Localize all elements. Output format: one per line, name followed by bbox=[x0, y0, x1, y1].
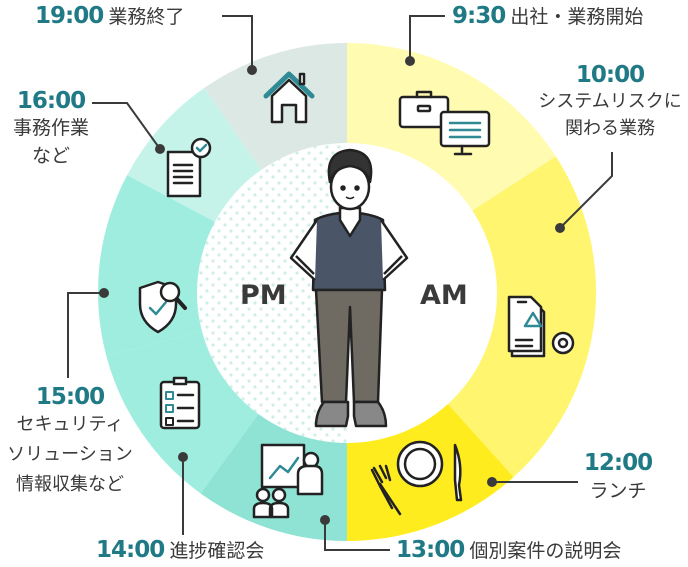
activity: 関わる業務 bbox=[565, 118, 655, 139]
time: 9:30 bbox=[452, 3, 506, 29]
leader-1900 bbox=[222, 15, 253, 70]
leader-0930 bbox=[409, 15, 445, 61]
time: 15:00 bbox=[35, 384, 105, 410]
time: 19:00 bbox=[35, 3, 104, 29]
time: 16:00 bbox=[16, 88, 86, 114]
time: 10:00 bbox=[575, 62, 645, 88]
time: 14:00 bbox=[96, 537, 165, 563]
time: 12:00 bbox=[583, 450, 653, 476]
clipboard-checklist-icon bbox=[159, 376, 201, 430]
label-1000: 10:00 システムリスクに 関わる業務 bbox=[532, 62, 688, 142]
activity: など bbox=[31, 145, 70, 167]
am-label: AM bbox=[420, 280, 468, 311]
label-0930: 9:30 出社・業務開始 bbox=[452, 2, 643, 29]
activity: 個別案件の説明会 bbox=[469, 540, 622, 562]
label-1500: 15:00 セキュリティ ソリューション 情報収集など bbox=[0, 384, 140, 500]
pm-label: PM bbox=[240, 280, 287, 311]
activity: 業務終了 bbox=[108, 6, 185, 28]
briefcase-monitor-icon bbox=[398, 90, 491, 156]
activity: 出社・業務開始 bbox=[510, 6, 644, 28]
activity: ソリューション bbox=[7, 444, 133, 465]
pm-dotted-half bbox=[197, 143, 347, 443]
leader-1600 bbox=[92, 102, 161, 150]
label-1600: 16:00 事務作業 など bbox=[0, 88, 102, 169]
presentation-icon bbox=[252, 443, 324, 519]
time: 13:00 bbox=[396, 537, 465, 563]
activity: 情報収集など bbox=[16, 474, 124, 495]
ring-segment-1500 bbox=[97, 175, 217, 357]
activity: 事務作業 bbox=[12, 117, 89, 139]
activity: ランチ bbox=[589, 480, 647, 502]
label-1200: 12:00 ランチ bbox=[580, 450, 656, 506]
person-illustration bbox=[289, 148, 409, 428]
leader-lines bbox=[67, 15, 613, 551]
activity: システムリスクに bbox=[538, 91, 682, 112]
house-icon bbox=[263, 71, 315, 124]
leader-1000 bbox=[559, 152, 613, 229]
leader-1300 bbox=[324, 520, 390, 551]
document-check-icon bbox=[166, 137, 212, 198]
fork-plate-knife-icon bbox=[370, 440, 463, 516]
label-1300: 13:00 個別案件の説明会 bbox=[396, 536, 621, 563]
label-1900: 19:00 業務終了 bbox=[35, 2, 184, 29]
leader-dots bbox=[99, 56, 565, 525]
activity: セキュリティ bbox=[16, 414, 124, 435]
shield-search-icon bbox=[138, 280, 187, 334]
leader-1500 bbox=[67, 292, 104, 378]
label-1400: 14:00 進捗確認会 bbox=[96, 536, 264, 563]
activity: 進捗確認会 bbox=[169, 540, 265, 562]
document-warning-gear-icon bbox=[507, 295, 575, 358]
